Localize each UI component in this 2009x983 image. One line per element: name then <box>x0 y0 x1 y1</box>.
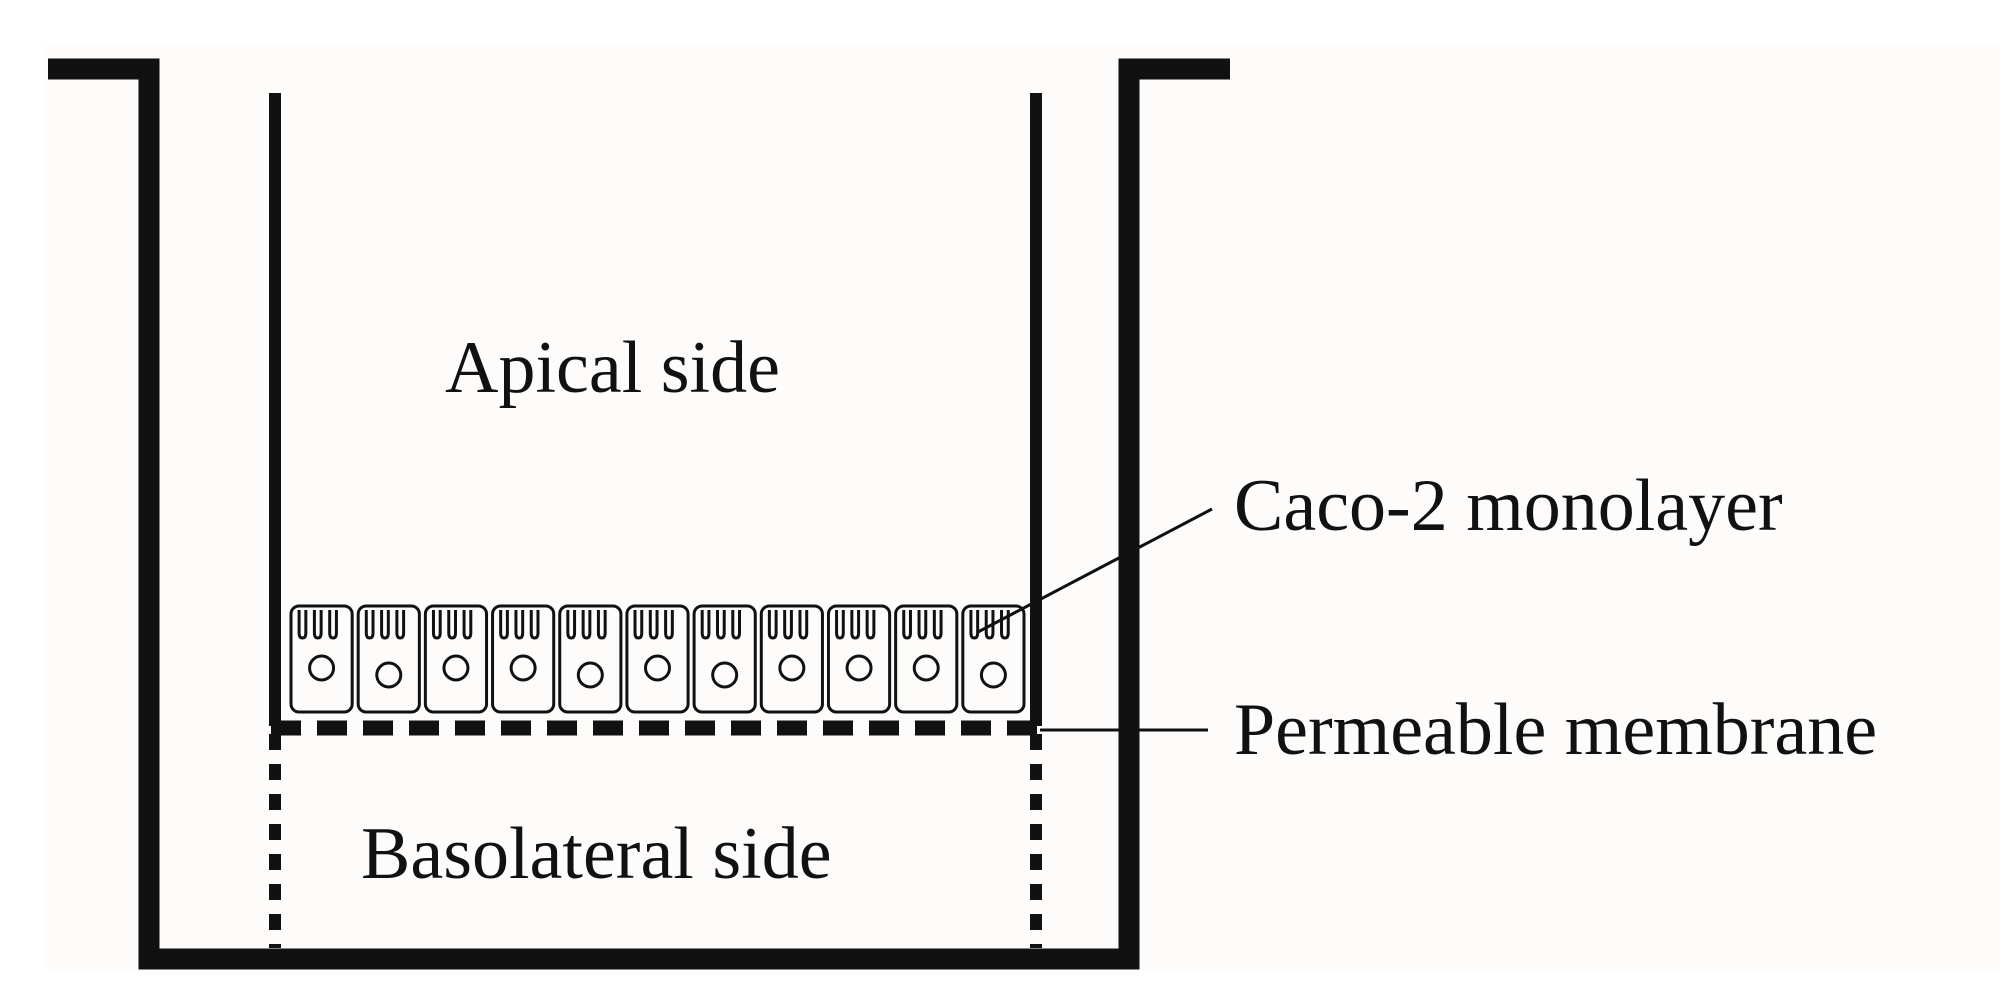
cell-nucleus <box>576 661 604 689</box>
epithelial-cell <box>356 604 421 714</box>
epithelial-cell <box>625 604 690 714</box>
cell-microvilli <box>431 610 473 640</box>
cell-microvilli <box>835 610 876 640</box>
cell-microvilli <box>364 610 406 640</box>
apical-side-label: Apical side <box>445 327 780 409</box>
cell-nucleus <box>644 654 671 682</box>
cell-nucleus <box>778 654 806 682</box>
epithelial-cell <box>491 604 556 714</box>
figure-background <box>45 45 2000 970</box>
cell-microvilli <box>297 610 338 640</box>
cell-nucleus <box>711 661 739 689</box>
cell-nucleus <box>845 654 873 682</box>
caco2-monolayer <box>289 604 1026 714</box>
epithelial-cell <box>826 604 892 714</box>
monolayer-label: Caco-2 monolayer <box>1234 465 1783 547</box>
cell-microvilli <box>700 610 742 640</box>
cell-microvilli <box>969 610 1010 640</box>
cell-nucleus <box>912 654 940 682</box>
cell-microvilli <box>767 610 809 640</box>
basolateral-side-label: Basolateral side <box>361 813 832 895</box>
membrane-label: Permeable membrane <box>1234 689 1877 771</box>
cell-nucleus <box>308 654 336 682</box>
epithelial-cell <box>692 604 757 714</box>
epithelial-cell <box>558 604 623 714</box>
epithelial-cell <box>961 604 1026 714</box>
cell-nucleus <box>509 654 537 682</box>
monolayer-leader-line <box>977 507 1213 634</box>
cell-nucleus <box>442 654 470 682</box>
cell-microvilli <box>633 610 674 640</box>
epithelial-cell <box>894 604 959 714</box>
cell-microvilli <box>566 610 607 640</box>
epithelial-cell <box>759 604 824 714</box>
epithelial-cell <box>289 604 354 714</box>
cell-microvilli <box>902 610 943 640</box>
cell-nucleus <box>979 661 1007 689</box>
outer-well-wall <box>48 58 1230 970</box>
cell-nucleus <box>375 661 403 689</box>
epithelial-cell <box>423 604 489 714</box>
cell-microvilli <box>499 610 540 640</box>
